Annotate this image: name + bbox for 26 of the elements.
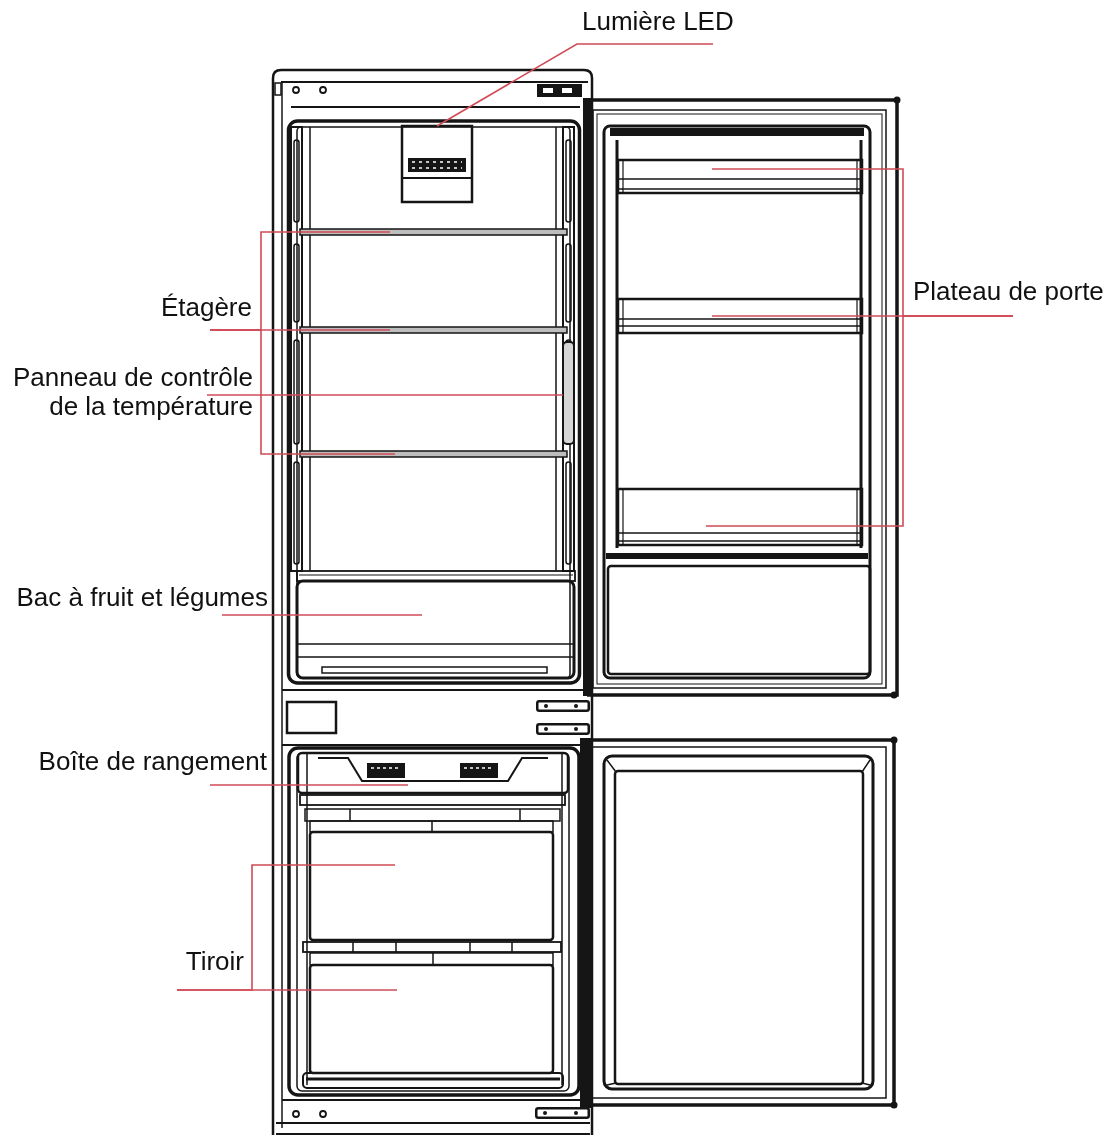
leader-line [209,329,396,455]
part-label: Étagère [160,292,252,322]
control-panel [562,341,575,445]
part-label: Bac à fruit et légumes [16,583,268,612]
storage-box [296,751,570,795]
door-tray [616,297,864,335]
part-label: Panneau de contrôle de la température [11,363,253,421]
glass-shelf [299,228,568,236]
leader-line [206,394,564,396]
leader-line [209,784,409,786]
glass-shelf [299,450,568,458]
door-tray [616,158,864,195]
leader-line [176,989,398,991]
leader-line [436,43,714,127]
freezer-drawer [308,830,555,942]
led-light [400,124,474,204]
part-label: Tiroir [185,946,244,976]
part-label: Boîte de rangement [38,746,267,776]
crisper-drawer [295,579,576,680]
part-label: Plateau de porte [913,277,1104,306]
part-label: Lumière LED [582,6,734,36]
glass-shelf [299,326,568,334]
door-tray [616,487,864,547]
leader-line [221,614,423,616]
leader-line [705,315,1014,527]
freezer-drawer [308,963,555,1075]
